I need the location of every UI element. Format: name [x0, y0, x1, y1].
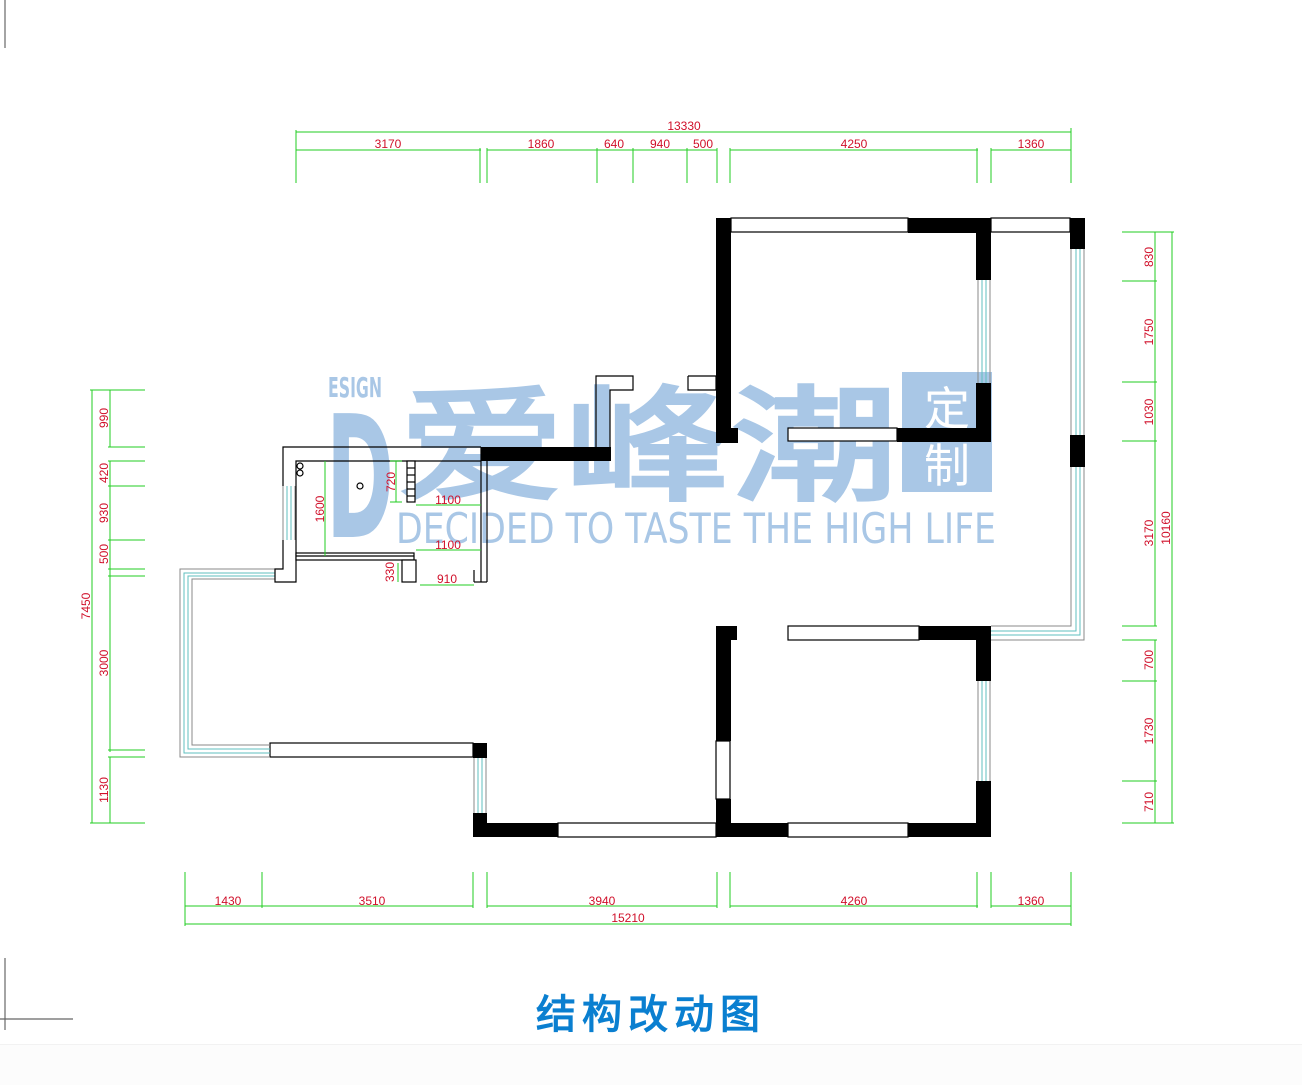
wall-outlines — [269, 217, 1071, 838]
dim-right-1: 830 — [1142, 247, 1156, 267]
right-dimension-chain — [1122, 231, 1174, 824]
drawing-title: 结构改动图 — [536, 992, 766, 1038]
watermark-seal-top: 定 — [924, 382, 970, 436]
top-dimension-chain — [295, 128, 1072, 183]
dim-step-height: 330 — [383, 562, 397, 582]
dim-top-7: 1360 — [1018, 137, 1045, 151]
dim-top-5: 500 — [693, 137, 713, 151]
top-dimension-labels: 13330 3170 1860 640 940 500 4250 1360 — [375, 119, 1045, 151]
interior-dimension-labels: 1600 720 1100 1100 330 910 — [313, 472, 461, 586]
dim-bottom-2: 3510 — [359, 894, 386, 908]
dim-bottom-1: 1430 — [215, 894, 242, 908]
dim-left-6: 1130 — [97, 777, 111, 803]
dim-left-2: 420 — [97, 463, 111, 483]
bottom-dimension-labels: 1430 3510 3940 4260 1360 15210 — [215, 894, 1045, 925]
dim-right-7: 710 — [1142, 792, 1156, 812]
dim-bath-height: 1600 — [313, 495, 327, 522]
crop-marks — [0, 0, 73, 1030]
watermark-slogan: DECIDED TO TASTE THE HIGH LIFE — [396, 504, 996, 553]
window-lower-left — [473, 758, 487, 813]
dim-door-width: 910 — [437, 572, 457, 586]
dim-right-4: 3170 — [1142, 519, 1156, 546]
dim-bottom-4: 4260 — [841, 894, 868, 908]
walls — [473, 218, 1085, 837]
dim-top-total: 13330 — [667, 119, 701, 133]
dim-right-3: 1030 — [1142, 398, 1156, 425]
watermark-letter: D — [326, 380, 394, 578]
watermark-seal-bottom: 制 — [924, 439, 970, 493]
dim-bottom-5: 1360 — [1018, 894, 1045, 908]
dim-top-6: 4250 — [841, 137, 868, 151]
dim-left-total: 7450 — [79, 592, 93, 619]
dim-top-2: 1860 — [528, 137, 555, 151]
dim-right-5: 700 — [1142, 650, 1156, 670]
dim-left-1: 990 — [97, 408, 111, 428]
watermark-small-text: ESIGN — [328, 371, 382, 404]
window-lower-east — [977, 681, 991, 781]
left-dimension-labels: 990 420 930 500 7450 3000 1130 — [79, 408, 111, 803]
window-balcony-west — [179, 568, 275, 758]
windows — [179, 249, 1085, 813]
watermark: ESIGN D 爱峰潮 定 制 DECIDED TO TASTE THE HIG… — [326, 371, 996, 578]
dim-top-1: 3170 — [375, 137, 402, 151]
dim-bottom-3: 3940 — [589, 894, 616, 908]
dim-top-4: 940 — [650, 137, 670, 151]
dim-right-2: 1750 — [1142, 318, 1156, 345]
window-balcony-east — [991, 249, 1085, 641]
footer-band — [0, 1044, 1302, 1085]
dim-right-total: 10160 — [1159, 511, 1173, 545]
dim-bottom-total: 15210 — [611, 911, 645, 925]
dim-niche-height: 720 — [384, 472, 398, 492]
dim-right-6: 1730 — [1142, 717, 1156, 744]
interior-dimensions — [324, 460, 481, 586]
bathroom-block — [274, 446, 488, 583]
dim-lower-width: 1100 — [435, 538, 461, 552]
right-dimension-labels: 830 1750 1030 3170 10160 700 1730 710 — [1142, 247, 1173, 812]
dim-top-3: 640 — [604, 137, 624, 151]
dim-left-5: 3000 — [97, 649, 111, 676]
window-bathroom — [282, 486, 296, 540]
dim-left-4: 500 — [97, 544, 111, 564]
dim-left-3: 930 — [97, 503, 111, 523]
dim-upper-width: 1100 — [435, 493, 461, 507]
left-dimension-chain — [90, 389, 145, 824]
bottom-dimension-chain — [184, 872, 1072, 926]
window-upper-east — [977, 280, 991, 383]
